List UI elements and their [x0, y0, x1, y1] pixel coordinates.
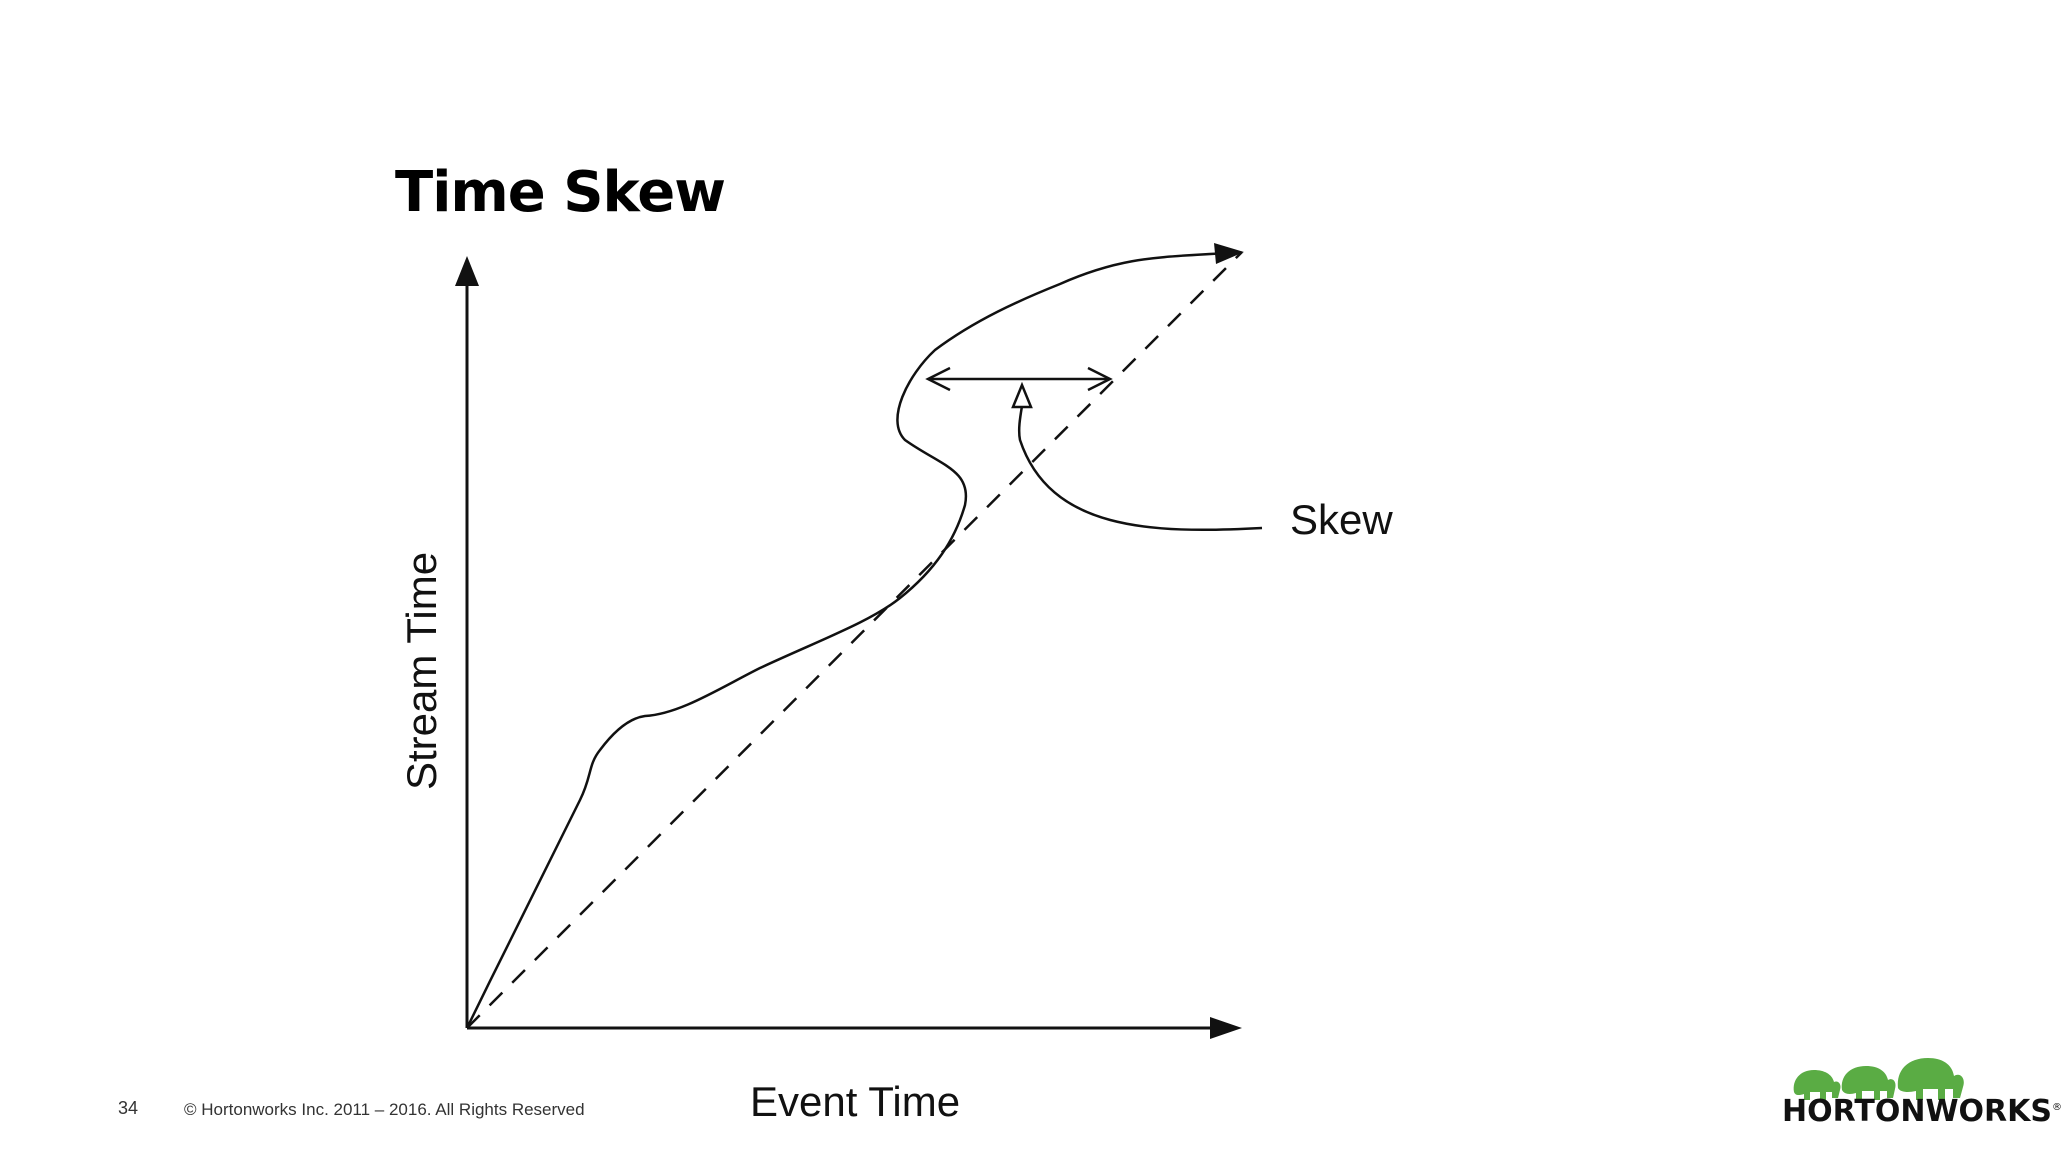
hortonworks-wordmark: HORTONWORKS®	[1782, 1094, 2062, 1129]
skew-arrow-right-head	[1087, 366, 1113, 392]
skew-callout-arrowhead	[1011, 381, 1033, 409]
logo-text: HORTONWORKS	[1782, 1094, 2052, 1129]
curve-arrowhead	[1214, 243, 1244, 264]
slide-title: Time Skew	[395, 160, 726, 225]
skew-arrow-left-head	[925, 366, 951, 392]
x-axis-label: Event Time	[750, 1078, 960, 1125]
logo-registered-mark: ®	[2052, 1102, 2062, 1113]
elephant-herd-icon	[1793, 1058, 1964, 1100]
skew-label: Skew	[1290, 496, 1393, 543]
y-axis-arrowhead	[455, 256, 479, 286]
ideal-dashed-line	[466, 251, 1243, 1029]
skew-callout-pointer	[1017, 405, 1263, 532]
stream-time-curve	[465, 250, 1239, 1029]
copyright-text: © Hortonworks Inc. 2011 – 2016. All Righ…	[184, 1100, 585, 1119]
page-number: 34	[118, 1098, 139, 1118]
y-axis-label: Stream Time	[398, 552, 445, 790]
x-axis-arrowhead	[1210, 1017, 1242, 1039]
